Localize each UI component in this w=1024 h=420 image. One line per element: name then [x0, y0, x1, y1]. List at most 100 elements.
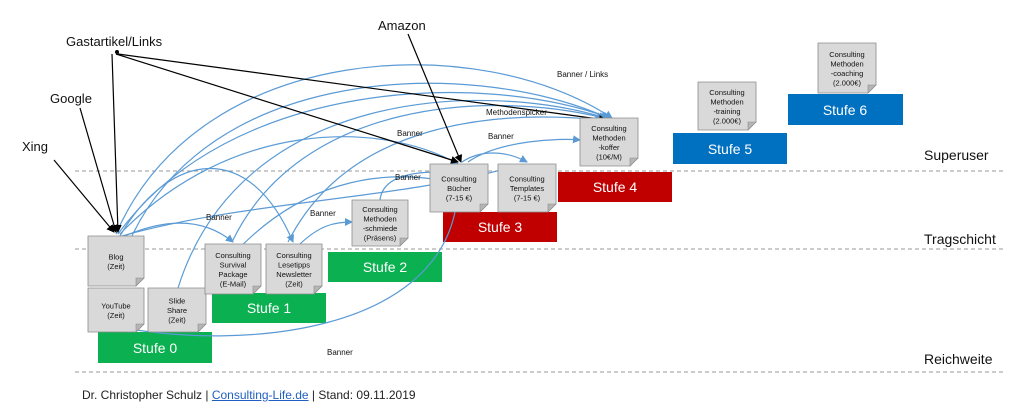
doc-schmiede-line-0: Consulting	[362, 205, 397, 214]
label-banner-e: Banner	[310, 209, 336, 218]
arrow-lesetipps-koffer	[287, 115, 603, 243]
stage-4-label: Stufe 4	[593, 179, 638, 195]
doc-schmiede-line-2: -schmiede	[363, 224, 398, 233]
stage-0-label: Stufe 0	[133, 340, 178, 356]
documents: Blog(Zeit)YouTube(Zeit)SlideShare(Zeit)C…	[87, 42, 877, 333]
layer-label-superuser: Superuser	[924, 147, 989, 163]
doc-lesetipps-line-2: Newsletter	[276, 270, 312, 279]
channel-xing: Xing	[22, 139, 48, 154]
stage-1-label: Stufe 1	[247, 300, 292, 316]
footer: Dr. Christopher Schulz | Consulting-Life…	[82, 388, 416, 402]
stage-2: Stufe 2	[328, 252, 442, 282]
stage-3: Stufe 3	[443, 212, 557, 242]
stage-0: Stufe 0	[98, 332, 212, 363]
doc-youtube-line-1: (Zeit)	[107, 311, 125, 320]
doc-coaching-line-1: Methoden	[830, 59, 863, 68]
doc-schmiede-line-1: Methoden	[363, 214, 396, 223]
doc-survival-line-2: Package	[218, 270, 247, 279]
footer-author: Dr. Christopher Schulz |	[82, 388, 209, 402]
doc-training-line-1: Methoden	[710, 97, 743, 106]
arrow-youtube-koffer	[113, 82, 609, 287]
doc-training-line-3: (2.000€)	[713, 116, 741, 125]
doc-schmiede-line-3: (Präsens)	[364, 233, 397, 242]
arrow-gastartikel-buecher	[115, 53, 459, 164]
arrow-survival-buecher	[229, 174, 441, 259]
arrow-gastartikel-koffer	[117, 53, 607, 124]
doc-lesetipps-line-0: Consulting	[276, 251, 311, 260]
arrow-survival-koffer	[231, 104, 605, 243]
arrow-lesetipps-schmiede	[299, 218, 353, 245]
label-banner-links: Banner / Links	[557, 70, 608, 79]
footer-link[interactable]: Consulting-Life.de	[211, 388, 309, 402]
stage-6: Stufe 6	[788, 94, 903, 125]
arrow-schmiede-buecher	[379, 168, 439, 201]
label-methodenspicker: Methodenspicker	[486, 108, 547, 117]
doc-koffer-line-2: -koffer	[598, 143, 620, 152]
doc-youtube-line-0: YouTube	[101, 301, 130, 310]
arrow-blog-lesetipps	[119, 167, 294, 243]
doc-templates-line-2: (7-15 €)	[514, 194, 541, 203]
footer-stand: | Stand: 09.11.2019	[311, 388, 416, 402]
stage-1: Stufe 1	[212, 293, 326, 323]
arrow-blog-buecher	[119, 136, 459, 235]
doc-koffer-line-1: Methoden	[592, 133, 625, 142]
doc-survival-line-0: Consulting	[215, 251, 250, 260]
doc-survival-line-3: (E-Mail)	[220, 279, 247, 288]
doc-blog-line-0: Blog	[108, 252, 123, 261]
doc-coaching-line-2: -coaching	[831, 69, 864, 78]
label-banner-b: Banner	[488, 132, 514, 141]
doc-slideshare-line-2: (Zeit)	[168, 316, 186, 325]
label-banner-c: Banner	[395, 173, 421, 182]
doc-buecher-line-2: (7-15 €)	[446, 194, 473, 203]
doc-training-line-0: Consulting	[709, 88, 744, 97]
doc-slideshare-line-0: Slide	[169, 297, 186, 306]
channel-amazon: Amazon	[378, 18, 426, 33]
stage-5-label: Stufe 5	[708, 141, 753, 157]
doc-slideshare-line-1: Share	[167, 306, 187, 315]
label-banner-f: Banner	[327, 348, 353, 357]
arrow-amazon-buecher	[407, 33, 463, 163]
layer-label-reichweite: Reichweite	[924, 351, 993, 367]
doc-lesetipps-line-3: (Zeit)	[285, 279, 303, 288]
arrow-xing-blog	[53, 159, 115, 233]
doc-koffer-line-3: (10€/M)	[596, 152, 622, 161]
doc-buecher-line-1: Bücher	[447, 184, 471, 193]
doc-blog-line-1: (Zeit)	[107, 262, 125, 271]
doc-blog: Blog(Zeit)	[87, 235, 145, 287]
doc-coaching-line-3: (2.000€)	[833, 78, 861, 87]
doc-training-line-2: -training	[713, 107, 740, 116]
stage-2-label: Stufe 2	[363, 259, 408, 275]
doc-lesetipps-line-1: Lesetipps	[278, 260, 310, 269]
arrow-buecher-koffer	[467, 135, 581, 163]
arrow-gastartikel-blog	[111, 53, 122, 233]
stage-4: Stufe 4	[558, 172, 672, 202]
layer-label-tragschicht: Tragschicht	[924, 231, 996, 247]
doc-templates-line-0: Consulting	[509, 175, 544, 184]
doc-templates-line-1: Templates	[510, 184, 544, 193]
arrow-buecher-youtube	[123, 211, 456, 337]
doc-koffer-line-0: Consulting	[591, 124, 626, 133]
doc-coaching-line-0: Consulting	[829, 50, 864, 59]
stage-3-label: Stufe 3	[478, 219, 523, 235]
arrow-buecher-templates	[461, 152, 528, 163]
stage-6-label: Stufe 6	[823, 102, 868, 118]
channel-google: Google	[50, 91, 92, 106]
arrow-blog-koffer-2	[117, 91, 611, 235]
arrow-blog-koffer-1	[115, 64, 613, 235]
gastartikel-hub-dot	[115, 50, 119, 54]
label-banner-d: Banner	[206, 213, 232, 222]
channel-gastartikel: Gastartikel/Links	[66, 34, 163, 49]
doc-survival-line-1: Survival	[220, 260, 247, 269]
label-banner-a: Banner	[397, 129, 423, 138]
doc-youtube: YouTube(Zeit)	[87, 287, 145, 333]
